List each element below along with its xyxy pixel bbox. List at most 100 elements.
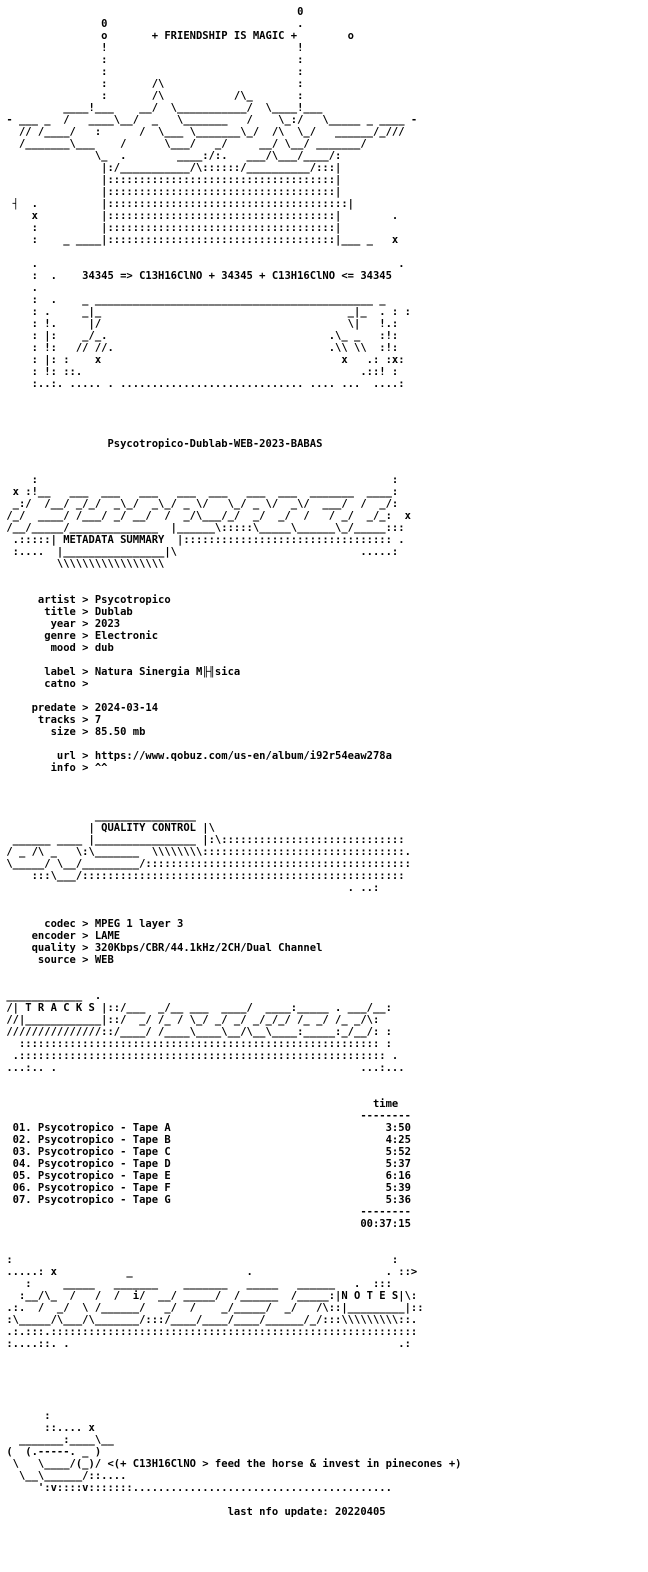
nfo-line: time [0,1098,399,1110]
nfo-line: size > 85.50 mb [0,726,146,738]
nfo-line: \__\______/::.... [0,1470,127,1482]
nfo-line: .:::::::::::::::::::::::::::::::::::::::… [0,1050,399,1062]
nfo-line: last nfo update: 20220405 [0,1506,386,1518]
nfo-line: 07. Psycotropico - Tape G 5:36 [0,1194,411,1206]
nfo-line: : . _|_ _|_ . : : [0,306,411,318]
nfo-line: ///////////////::/____/ /____\____\__/\_… [0,1026,392,1038]
nfo-line: label > Natura Sinergia M╟╢sica [0,666,241,678]
nfo-line [0,570,648,582]
nfo-line: -------- [0,1110,411,1122]
nfo-line: tracks > 7 [0,714,102,726]
nfo-line [0,1350,648,1362]
nfo-line: ! ! [0,42,304,54]
nfo-line: . ..: [0,882,380,894]
nfo-line [0,426,648,438]
nfo-line: artist > Psycotropico [0,594,171,606]
nfo-line: url > https://www.qobuz.com/us-en/album/… [0,750,392,762]
nfo-line [0,966,648,978]
nfo-line: ____________ . [0,990,418,1002]
nfo-line: : [0,1410,51,1422]
nfo-line [0,690,648,702]
nfo-line: :..:. ..... . ..........................… [0,378,405,390]
nfo-line: title > Dublab [0,606,133,618]
nfo-line: : : [0,474,399,486]
nfo-line: ...:.. . ...:... [0,1062,405,1074]
nfo-line [0,906,648,918]
nfo-line: |:/___________/\::::::/__________/:::| [0,162,342,174]
nfo-line [0,414,648,426]
nfo-line [0,738,648,750]
nfo-line: 02. Psycotropico - Tape B 4:25 [0,1134,411,1146]
nfo-line: : : [0,54,304,66]
nfo-line: 0 . [0,18,304,30]
nfo-line: 00:37:15 [0,1218,411,1230]
nfo-line: : |::::::::::::::::::::::::::::::::::::| [0,222,342,234]
nfo-line: : /\ /\_ : [0,90,304,102]
nfo-line: \_____/ \__/_________/::::::::::::::::::… [0,858,411,870]
nfo-line [0,894,648,906]
nfo-line: : !: // //. .\\ \\ :!: [0,342,399,354]
nfo-line [0,798,648,810]
nfo-line: /| T R A C K S |::/___ _/__ ___ ____/ __… [0,1002,392,1014]
nfo-line: info > ^^ [0,762,108,774]
nfo-line: _______:____\__ [0,1434,114,1446]
nfo-line [0,1398,648,1410]
nfo-line [0,978,648,990]
nfo-line: : !: ::. .::! : [0,366,399,378]
nfo-line: year > 2023 [0,618,121,630]
nfo-line: / _ /\ _ \:\_______ \\\\\\\\::::::::::::… [0,846,411,858]
nfo-line: \\\\\\\\\\\\\\\\\ [0,558,165,570]
nfo-line: : _____ _______ _______ _____ ______ . :… [0,1278,392,1290]
nfo-line: 05. Psycotropico - Tape E 6:16 [0,1170,411,1182]
nfo-line [0,1086,648,1098]
nfo-line [0,1374,648,1386]
nfo-line: .:::::| METADATA SUMMARY |::::::::::::::… [0,534,405,546]
nfo-line: //|____________|::/ _/ /_ / \_/ _/ _/ _/… [0,1014,380,1026]
nfo-line [0,1494,648,1506]
nfo-line [0,1074,648,1086]
nfo-line: -------- [0,1206,411,1218]
nfo-line: 03. Psycotropico - Tape C 5:52 [0,1146,411,1158]
nfo-line: : : [0,66,304,78]
nfo-line: /_______\___ / \___/ _/ __/ \__/ _______… [0,138,367,150]
nfo-line: mood > dub [0,642,114,654]
nfo-line: : |: _/_. .\_ _ :!: [0,330,399,342]
nfo-line: .:.:::.:::::::::::::::::::::::::::::::::… [0,1326,418,1338]
nfo-line: ::.... x [0,1422,95,1434]
nfo-line: ______ ____ |________________ |:\:::::::… [0,834,405,846]
nfo-line: ::::::::::::::::::::::::::::::::::::::::… [0,1038,392,1050]
nfo-line: : . 34345 => C13H16ClNO + 34345 + C13H16… [0,270,392,282]
nfo-line: : !. |/ \| !.: [0,318,399,330]
nfo-line: x |::::::::::::::::::::::::::::::::::::|… [0,210,399,222]
nfo-line [0,786,648,798]
nfo-text-block: 0 0 . o + FRIENDSHIP IS MAGIC + o ! ! : [0,6,648,1518]
nfo-line: encoder > LAME [0,930,121,942]
nfo-line: |::::::::::::::::::::::::::::::::::::| [0,174,342,186]
nfo-line [0,1230,648,1242]
nfo-line: :\_____/\___/\_______/:::/____/____/____… [0,1314,418,1326]
nfo-line: : |: : x x .: :x: [0,354,405,366]
nfo-line: source > WEB [0,954,114,966]
nfo-line [0,654,648,666]
nfo-line: ( (.-----. _ ) [0,1446,102,1458]
nfo-line: \ \____/(_)/ <(+ C13H16ClNO > feed the h… [0,1458,462,1470]
nfo-line [0,582,648,594]
nfo-line: quality > 320Kbps/CBR/44.1kHz/2CH/Dual C… [0,942,323,954]
nfo-line: :.... |________________|\ .....: [0,546,399,558]
nfo-line: /_/ ____/ /___/ _/ __/ / _/\___/_/ _/ _/… [0,510,411,522]
nfo-line: 04. Psycotropico - Tape D 5:37 [0,1158,411,1170]
nfo-line: catno > [0,678,89,690]
nfo-line: x :!__ ___ ___ ___ ___ ___ ___ ___ _____… [0,486,399,498]
nfo-line: genre > Electronic [0,630,159,642]
nfo-line [0,462,648,474]
nfo-line: : : [0,1254,399,1266]
nfo-line [0,402,648,414]
nfo-line [0,450,648,462]
nfo-line [0,1362,648,1374]
nfo-line [0,1242,648,1254]
nfo-line: 0 [0,6,304,18]
nfo-line [0,246,648,258]
nfo-line: ┤ . |:::::::::::::::::::::::::::::::::::… [0,198,355,210]
nfo-line: |::::::::::::::::::::::::::::::::::::| [0,186,342,198]
nfo-line: _:/ /__/ _/_/ _\_/ _\_/ _ \/ \_/ _ \/ _\… [0,498,399,510]
